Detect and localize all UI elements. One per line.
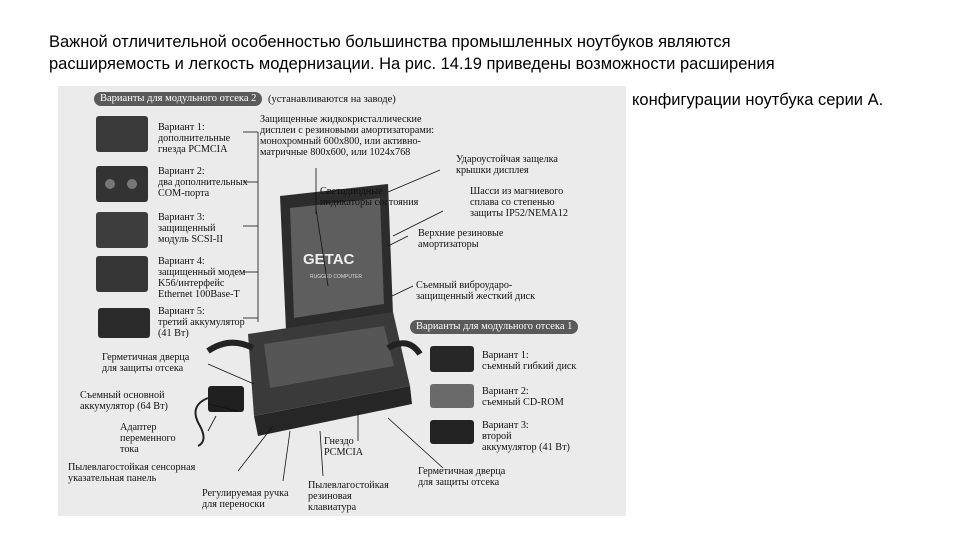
module-modem-image	[96, 256, 148, 292]
door-right-label: Герметичная дверца для защиты отсека	[418, 466, 506, 488]
laptop-expansion-figure: GETAC RUGGED COMPUTER	[58, 86, 626, 516]
module-pcmcia-image	[96, 116, 148, 152]
laptop-screen	[290, 198, 384, 318]
module-floppy-image	[430, 346, 474, 372]
display-label: Защищенные жидкокристаллические дисплеи …	[260, 114, 435, 158]
battery-label: Съемный основной аккумулятор (64 Вт)	[80, 390, 168, 412]
adapter-label: Адаптер переменного тока	[120, 422, 176, 455]
latch-label: Удароустойчая защелка крышки дисплея	[456, 154, 558, 176]
header-bay1: Варианты для модульного отсека 1	[410, 320, 579, 334]
module-com-image	[96, 166, 148, 202]
left-option-1: Вариант 1: дополнительные гнезда PCMCIA	[158, 122, 231, 155]
pcmcia-label: Гнездо PCMCIA	[324, 436, 364, 458]
hdd-label: Съемный виброударо- защищенный жесткий д…	[416, 280, 536, 302]
right-option-2: Вариант 2: съемный CD-ROM	[482, 386, 564, 408]
chassis-label: Шасси из магниевого сплава со степенью з…	[470, 186, 568, 219]
left-option-4: Вариант 4: защищенный модем K56/интерфей…	[158, 256, 246, 300]
led-label: Светодиодные индикаторы состояния	[320, 186, 419, 208]
left-option-5: Вариант 5: третий аккумулятор (41 Вт)	[158, 306, 245, 339]
shock-label: Верхние резиновые амортизаторы	[418, 228, 504, 250]
ac-adapter-image	[208, 386, 244, 412]
touchpad-label: Пылевлагостойкая сенсорная указательная …	[68, 462, 196, 484]
module-cdrom-image	[430, 384, 474, 408]
laptop-keyboard	[264, 326, 394, 388]
header-bay2-note: (устанавливаются на заводе)	[268, 94, 396, 105]
carry-handle	[206, 339, 255, 354]
keyboard-label: Пылевлагостойкая резиновая клавиатура	[308, 480, 389, 513]
module-scsi-image	[96, 212, 148, 248]
laptop-logo: GETAC	[303, 251, 355, 268]
door-left-label: Герметичная дверца для защиты отсека	[102, 352, 190, 374]
module-battery2-image	[430, 420, 474, 444]
paragraph-line-2: расширяемость и легкость модернизации. Н…	[49, 55, 775, 73]
paragraph-line-3: конфигурации ноутбука серии А.	[632, 91, 884, 109]
right-option-3: Вариант 3: второй аккумулятор (41 Вт)	[482, 420, 570, 453]
figure-illustration: GETAC RUGGED COMPUTER	[96, 116, 474, 482]
left-option-3: Вариант 3: защищенный модуль SCSI-II	[158, 212, 224, 245]
leader-lines	[207, 131, 444, 482]
header-bay2: Варианты для модульного отсека 2	[94, 92, 263, 106]
laptop-sublogo: RUGGED COMPUTER	[310, 274, 362, 280]
module-battery-image	[98, 308, 150, 338]
handle-label: Регулируемая ручка для переноски	[202, 488, 289, 510]
right-option-1: Вариант 1: съемный гибкий диск	[482, 350, 577, 372]
paragraph-line-1: Важной отличительной особенностью больши…	[49, 33, 731, 51]
left-option-2: Вариант 2: два дополнительных COM-порта	[158, 166, 248, 199]
